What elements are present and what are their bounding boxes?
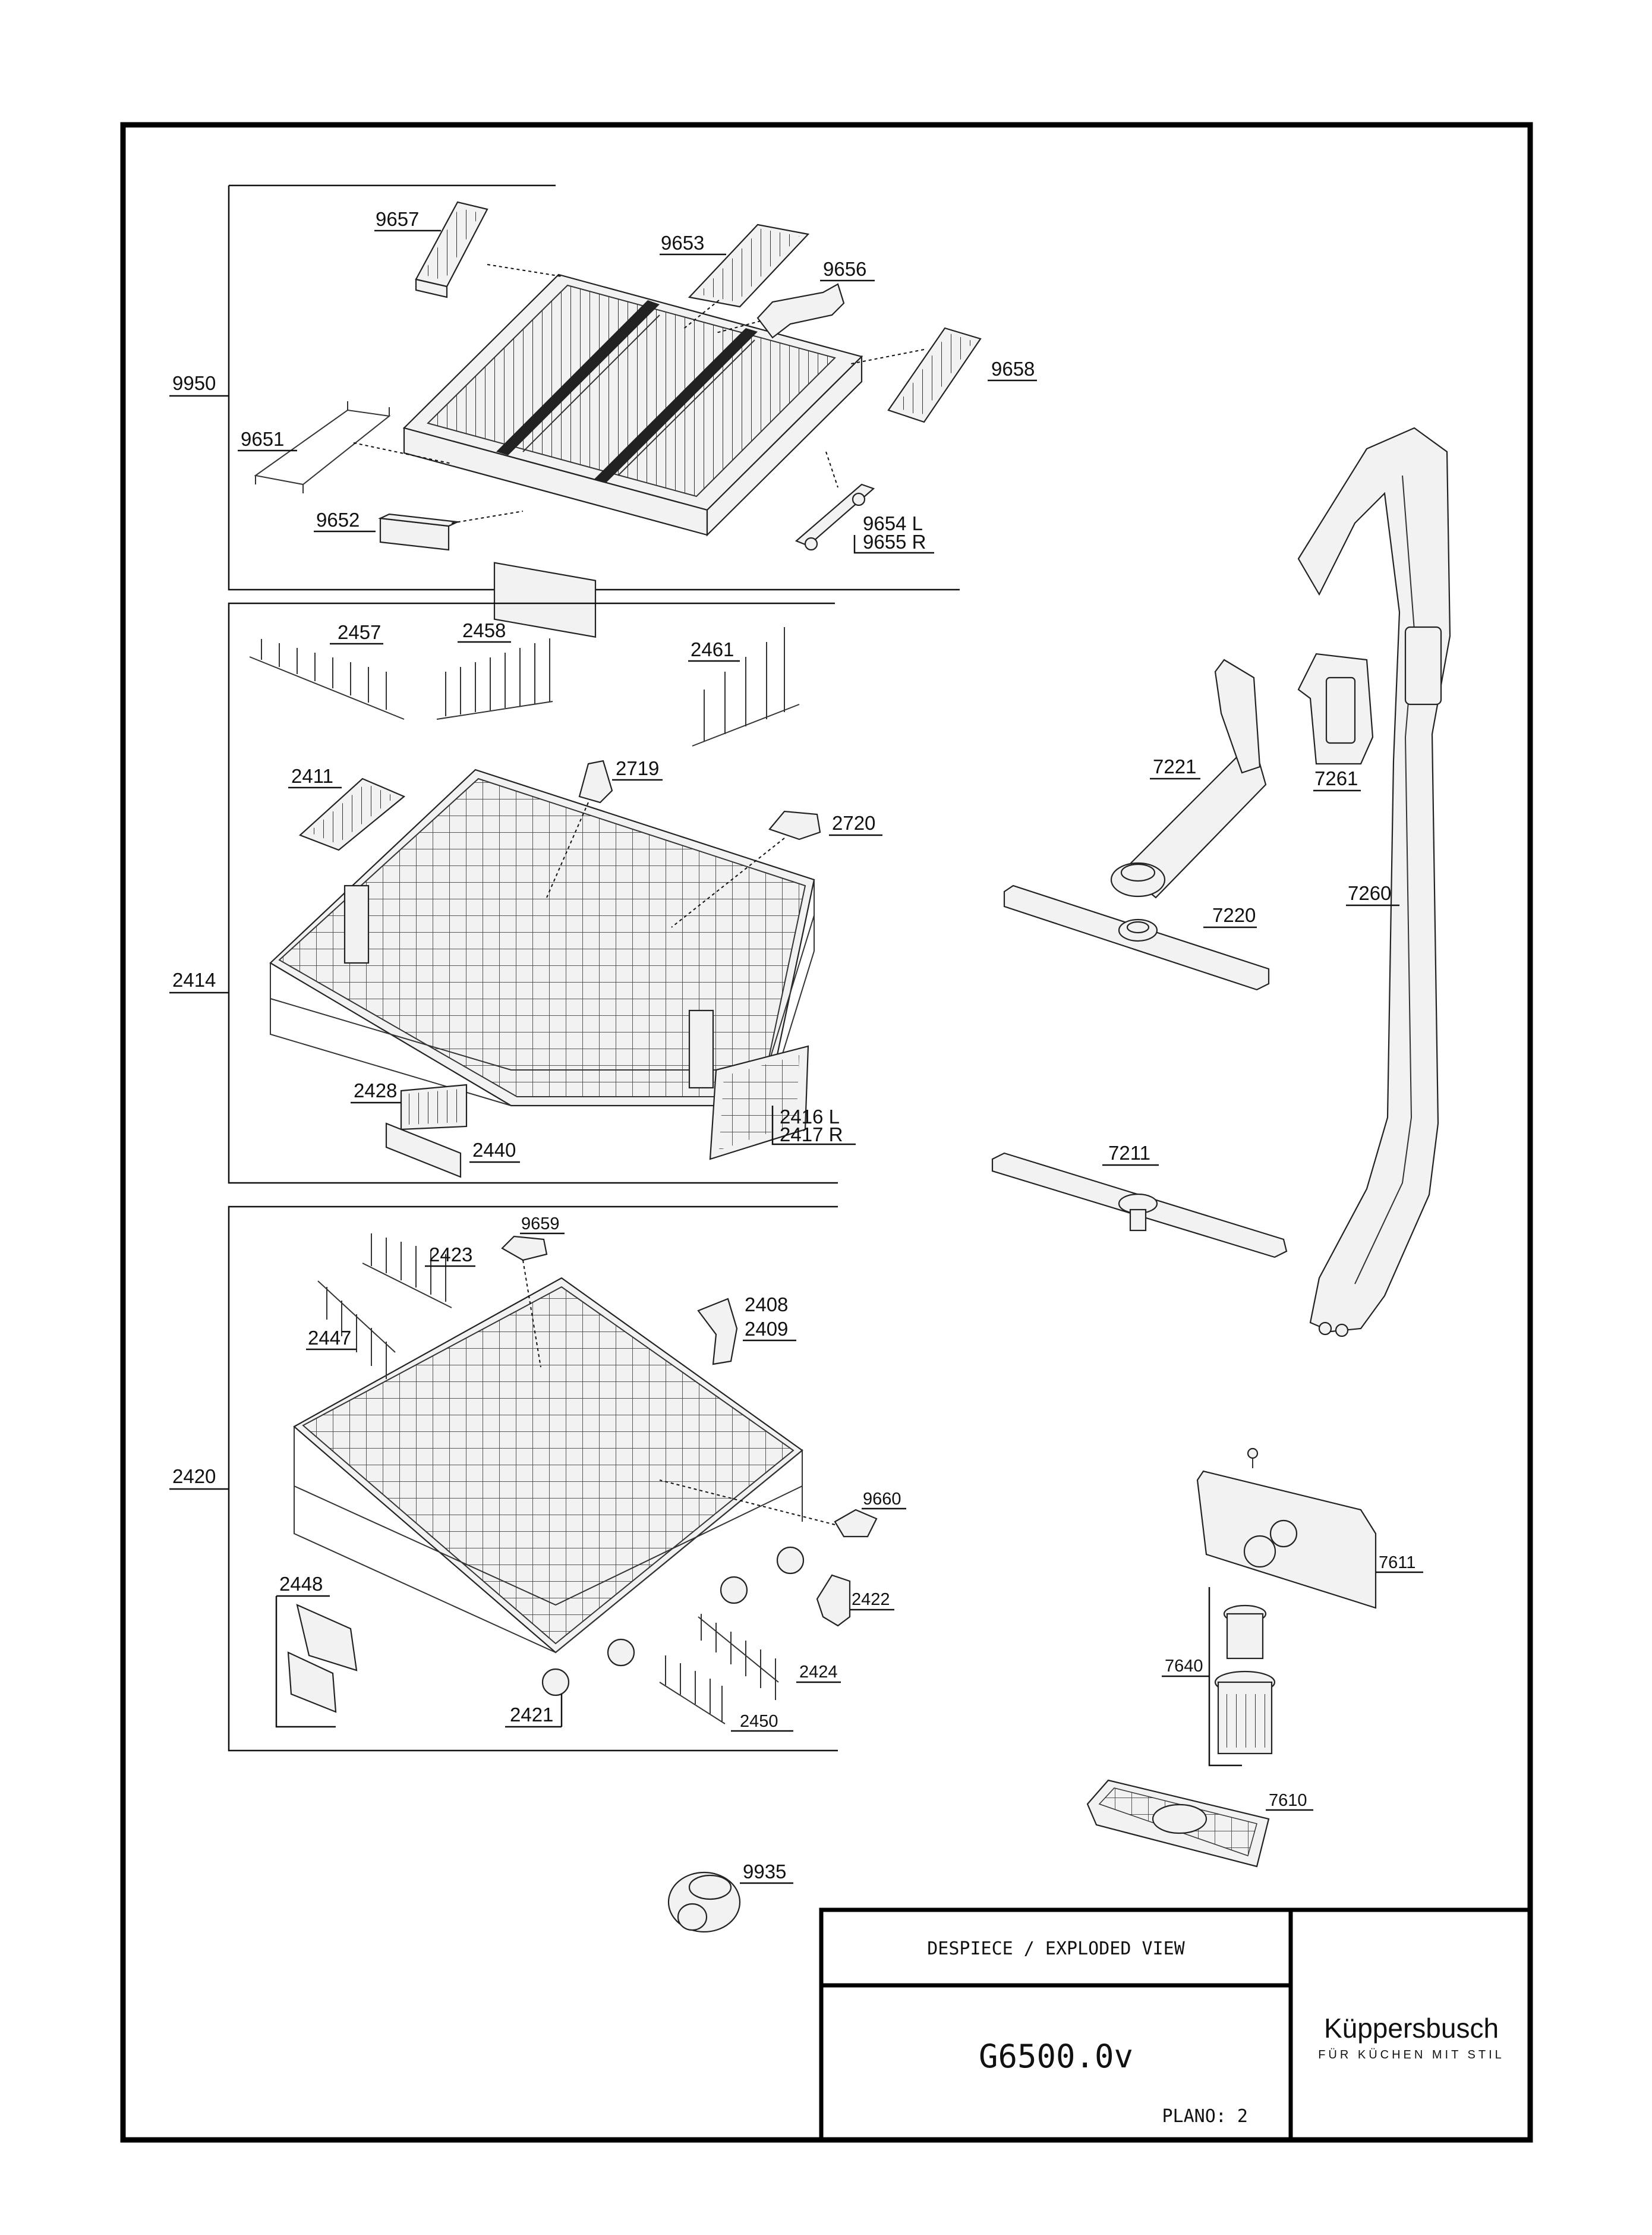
lower-basket-part xyxy=(293,1277,805,1696)
label-2450: 2450 xyxy=(740,1712,778,1731)
label-9657: 9657 xyxy=(376,208,419,230)
brand-tagline: FÜR KÜCHEN MIT STIL xyxy=(1318,2048,1505,2061)
label-2447: 2447 xyxy=(308,1327,351,1349)
label-9655: 9655 R xyxy=(863,531,926,553)
part-9935-cap xyxy=(667,1871,741,1933)
part-9652-handle xyxy=(377,513,461,551)
part-2719-clip xyxy=(578,760,613,804)
part-2458-rack xyxy=(436,638,553,720)
label-7211: 7211 xyxy=(1108,1142,1150,1164)
label-7220: 7220 xyxy=(1212,904,1256,926)
part-7260-supply-pipe xyxy=(1297,427,1451,1337)
label-2424: 2424 xyxy=(799,1663,838,1682)
label-7260: 7260 xyxy=(1348,882,1391,904)
part-2450-rack xyxy=(659,1655,726,1724)
label-7640: 7640 xyxy=(1165,1657,1203,1676)
brand-logo: Küppersbusch xyxy=(1324,2013,1499,2044)
sheet-number: PLANO: 2 xyxy=(1162,2106,1249,2127)
label-7221: 7221 xyxy=(1153,756,1196,777)
title-block: DESPIECE / EXPLODED VIEW G6500.0v PLANO:… xyxy=(819,1907,1533,2142)
label-2461: 2461 xyxy=(691,638,734,660)
label-9652: 9652 xyxy=(316,509,360,531)
part-2424-rack xyxy=(698,1614,779,1700)
part-2461-rack xyxy=(692,627,800,747)
label-9656: 9656 xyxy=(823,258,866,280)
label-7611: 7611 xyxy=(1379,1553,1415,1572)
label-2416: 2416 L xyxy=(780,1106,840,1128)
part-9656-clip xyxy=(756,283,845,339)
label-2457: 2457 xyxy=(338,621,381,643)
label-2440: 2440 xyxy=(472,1139,516,1161)
label-2417: 2417 R xyxy=(780,1123,843,1145)
label-7261: 7261 xyxy=(1314,767,1358,789)
part-2440-handle xyxy=(385,1122,462,1178)
part-9653-insert xyxy=(688,224,810,308)
label-2411: 2411 xyxy=(291,765,333,787)
label-2414: 2414 xyxy=(172,969,216,991)
part-2411-tine-holder xyxy=(298,777,406,851)
part-7261-connector xyxy=(1297,653,1374,765)
label-9950: 9950 xyxy=(172,372,216,394)
part-7640-filter-cartridge xyxy=(1208,1587,1276,1767)
upper-basket-part xyxy=(269,769,815,1107)
label-2458: 2458 xyxy=(462,619,506,641)
part-9658-insert xyxy=(887,327,982,423)
part-2457-rack xyxy=(249,639,405,720)
cutlery-tray-part xyxy=(402,273,863,638)
part-7611-filter-plate xyxy=(1196,1447,1377,1609)
section-upper-basket: 2414 2457 2458 2461 xyxy=(169,602,882,1184)
label-2423: 2423 xyxy=(429,1244,472,1266)
part-9651-holder xyxy=(254,401,391,493)
label-2409: 2409 xyxy=(745,1318,788,1340)
part-7221-upper-arm-feed xyxy=(1110,659,1267,899)
label-9935: 9935 xyxy=(743,1861,786,1883)
label-2408: 2408 xyxy=(745,1293,788,1315)
label-7610: 7610 xyxy=(1269,1791,1307,1810)
view-title: DESPIECE / EXPLODED VIEW xyxy=(927,1938,1185,1959)
part-7220-upper-spray-arm xyxy=(1003,884,1270,991)
label-9654: 9654 L xyxy=(863,512,923,534)
label-9658: 9658 xyxy=(991,358,1035,380)
label-2428: 2428 xyxy=(354,1079,397,1101)
part-9657-insert xyxy=(415,201,488,298)
label-2421: 2421 xyxy=(510,1704,553,1726)
part-2447-rack xyxy=(317,1280,396,1379)
part-9654-9655-rails xyxy=(795,483,875,551)
part-2428-holder xyxy=(400,1084,468,1131)
label-9653: 9653 xyxy=(661,232,704,254)
part-2448-holder xyxy=(275,1596,358,1728)
part-2408-2409-clip xyxy=(697,1298,738,1365)
model-number: G6500.0v xyxy=(979,2038,1133,2075)
section-cutlery-tray: 9950 9657 9653 xyxy=(169,184,1037,638)
label-9651: 9651 xyxy=(241,428,284,450)
label-9659: 9659 xyxy=(521,1214,560,1233)
label-2420: 2420 xyxy=(172,1465,216,1487)
label-2720: 2720 xyxy=(832,812,875,834)
part-9660-clip xyxy=(834,1509,878,1538)
part-7610-filter-screen xyxy=(1086,1779,1270,1868)
section-spray-arms: 7260 7261 7221 7220 xyxy=(991,427,1451,1337)
part-7211-lower-spray-arm xyxy=(991,1152,1288,1258)
section-filter: 7611 7640 7610 xyxy=(1086,1447,1423,1868)
part-9659-clip xyxy=(501,1235,548,1261)
label-9660: 9660 xyxy=(863,1490,901,1509)
label-2422: 2422 xyxy=(852,1590,890,1609)
label-2448: 2448 xyxy=(279,1573,323,1595)
section-lower-basket: 2420 9659 2423 244 xyxy=(169,1205,906,1752)
part-2423-rack xyxy=(362,1233,452,1308)
label-2719: 2719 xyxy=(616,757,659,779)
part-2422-clip xyxy=(816,1574,851,1627)
part-2416-2417-rails xyxy=(709,1045,809,1160)
part-2720-clip xyxy=(768,810,821,841)
